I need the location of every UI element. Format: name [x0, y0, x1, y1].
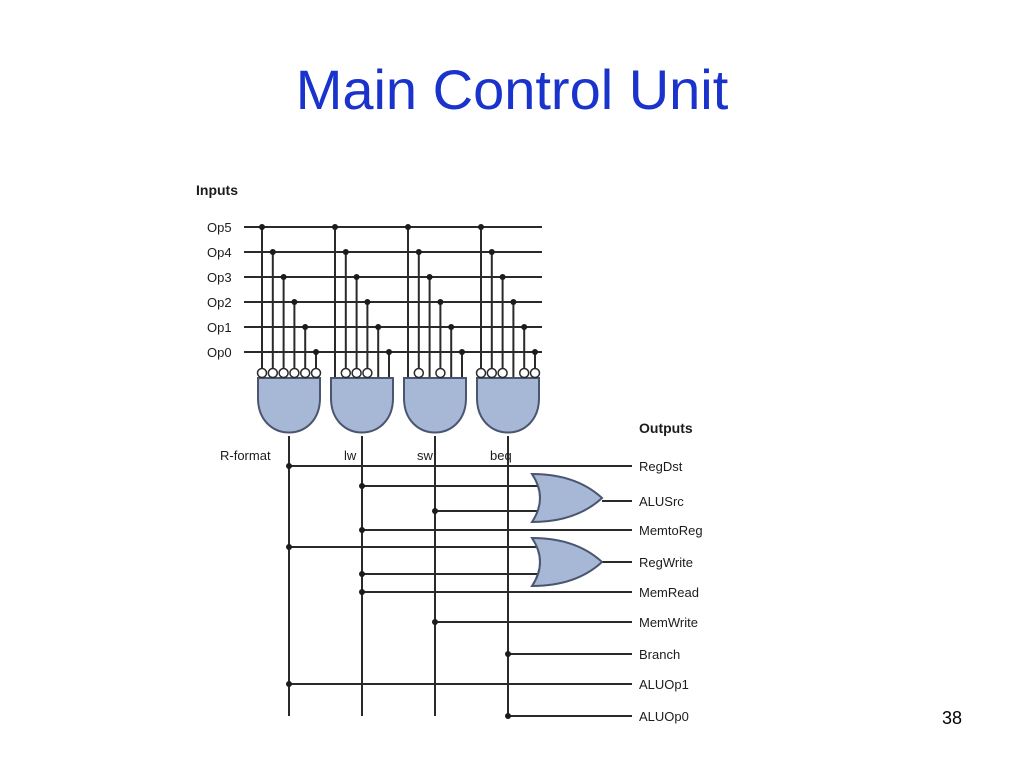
output-label-aluop0: ALUOp0	[639, 709, 689, 724]
input-label-op2: Op2	[207, 295, 232, 310]
dots-layer	[259, 224, 538, 719]
junction-r-format-1	[269, 249, 276, 255]
inverter-bubble-beq-2	[497, 367, 508, 379]
junction-regdst	[286, 463, 292, 469]
junction-regwrite-lw	[359, 571, 365, 577]
junction-beq-0	[478, 224, 484, 230]
output-label-alusrc: ALUSrc	[639, 494, 684, 509]
output-label-regdst: RegDst	[639, 459, 683, 474]
input-label-op3: Op3	[207, 270, 232, 285]
or-gate-regwrite	[530, 536, 604, 588]
inverter-bubble-r-format-1	[267, 367, 279, 379]
junction-lw-5	[386, 349, 392, 355]
junction-regwrite-r	[286, 544, 292, 550]
junction-beq-3	[510, 299, 517, 305]
junction-sw-0	[405, 224, 411, 230]
junction-branch	[505, 651, 511, 657]
inverter-bubble-beq-5	[529, 367, 541, 379]
or-gate-alusrc	[530, 472, 604, 524]
junction-sw-5	[459, 349, 465, 355]
junction-beq-2	[499, 274, 506, 280]
junction-r-format-5	[313, 349, 319, 355]
input-label-op4: Op4	[207, 245, 232, 260]
inverter-bubble-r-format-3	[289, 367, 300, 379]
inverter-bubble-sw-3	[435, 367, 446, 379]
output-label-regwrite: RegWrite	[639, 555, 693, 570]
output-label-memwrite: MemWrite	[639, 615, 698, 630]
inverter-bubble-lw-1	[340, 367, 352, 379]
junction-sw-4	[448, 324, 455, 330]
outputs-heading: Outputs	[639, 420, 693, 436]
junction-lw-1	[342, 249, 349, 255]
junction-r-format-0	[259, 224, 265, 230]
junction-sw-1	[415, 249, 422, 255]
inverter-bubble-lw-2	[351, 367, 362, 379]
junction-beq-1	[488, 249, 495, 255]
junction-lw-0	[332, 224, 338, 230]
output-label-memtoreg: MemtoReg	[639, 523, 703, 538]
inverter-bubble-lw-3	[362, 367, 373, 379]
junction-memread	[359, 589, 365, 595]
junction-lw-4	[375, 324, 382, 330]
and-gate-beq	[476, 377, 540, 434]
input-label-op1: Op1	[207, 320, 232, 335]
junction-aluop1	[286, 681, 292, 687]
gate-label-r-format: R-format	[220, 448, 271, 463]
gate-label-beq: beq	[490, 448, 512, 463]
output-label-branch: Branch	[639, 647, 680, 662]
junction-alusrc-lw	[359, 483, 365, 489]
output-label-aluop1: ALUOp1	[639, 677, 689, 692]
junction-lw-2	[353, 274, 360, 280]
junction-beq-5	[532, 349, 538, 355]
junction-beq-4	[521, 324, 528, 330]
inputs-heading: Inputs	[196, 182, 238, 198]
junction-lw-3	[364, 299, 371, 305]
and-gate-sw	[403, 377, 467, 434]
inverter-bubble-r-format-5	[310, 367, 322, 379]
and-gate-r-format	[257, 377, 321, 434]
page-number: 38	[941, 708, 962, 728]
junction-sw-3	[437, 299, 444, 305]
junction-r-format-2	[280, 274, 287, 280]
inverter-bubble-beq-0	[475, 367, 487, 379]
gate-label-sw: sw	[417, 448, 434, 463]
junction-memtoreg	[359, 527, 365, 533]
inverter-bubble-beq-4	[518, 367, 530, 379]
junction-r-format-4	[302, 324, 309, 330]
gate-label-lw: lw	[344, 448, 357, 463]
junction-r-format-3	[291, 299, 298, 305]
and-gate-lw	[330, 377, 394, 434]
inverter-bubble-r-format-4	[299, 367, 311, 379]
junction-aluop0	[505, 713, 511, 719]
slide-title: Main Control Unit	[295, 58, 729, 121]
inverter-bubble-r-format-2	[278, 367, 289, 379]
junction-sw-2	[426, 274, 433, 280]
output-label-memread: MemRead	[639, 585, 699, 600]
input-label-op0: Op0	[207, 345, 232, 360]
input-label-op5: Op5	[207, 220, 232, 235]
junction-memwrite	[432, 619, 438, 625]
labels-layer: Inputs Outputs Op5Op4Op3Op2Op1Op0R-forma…	[196, 182, 703, 724]
gates-layer	[256, 367, 604, 588]
junction-alusrc-sw	[432, 508, 438, 514]
inverter-bubble-beq-1	[486, 367, 498, 379]
inverter-bubble-r-format-0	[256, 367, 268, 379]
inverter-bubble-sw-1	[413, 367, 425, 379]
